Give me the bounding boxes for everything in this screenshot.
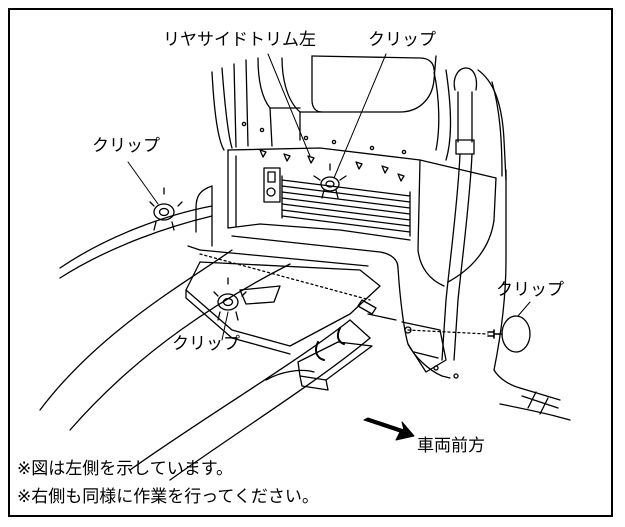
label-clip-top: クリップ xyxy=(368,30,436,50)
note-right-side: ※右側も同様に作業を行ってください。 xyxy=(17,487,319,507)
seatbelt-pillar xyxy=(441,67,571,421)
label-clip-bottom: クリップ xyxy=(172,334,240,354)
rear-window-frame xyxy=(211,55,452,161)
label-clip-left: クリップ xyxy=(92,136,160,156)
clip-floor-icon xyxy=(213,277,247,321)
clip-left-icon xyxy=(149,187,183,231)
label-vehicle-front: 車両前方 xyxy=(417,436,485,456)
clip-cover-icon xyxy=(407,315,531,353)
diagram-frame xyxy=(8,8,613,517)
label-clip-right: クリップ xyxy=(496,280,564,300)
clip-trim-icon xyxy=(313,163,347,199)
floor-and-board xyxy=(39,185,459,481)
vehicle-front-arrow xyxy=(363,417,415,441)
label-rear-side-trim-left: リヤサイドトリム左 xyxy=(163,30,316,50)
leader-lines xyxy=(127,53,531,341)
note-left-side: ※図は左側を示しています。 xyxy=(17,459,234,479)
rear-side-trim-panel xyxy=(227,121,497,287)
